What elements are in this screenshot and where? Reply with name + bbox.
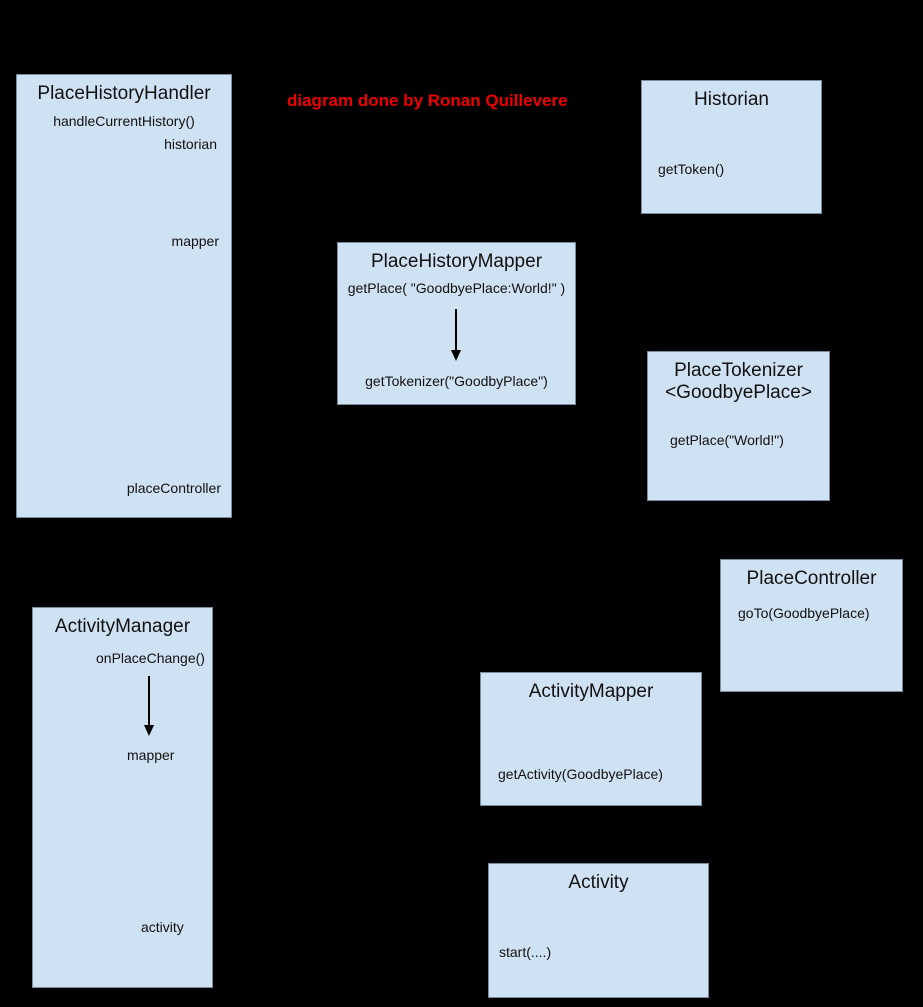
class-box-place-controller: PlaceController goTo(GoodbyePlace)	[720, 559, 903, 692]
method-start: start(....)	[499, 944, 552, 960]
field-label-activity: activity	[141, 919, 184, 935]
method-on-place-change: onPlaceChange()	[96, 650, 205, 666]
method-get-activity: getActivity(GoodbyePlace)	[498, 766, 663, 782]
author-annotation: diagram done by Ronan Quillevere	[287, 91, 568, 110]
down-arrow-icon	[451, 309, 461, 361]
field-label-place-controller: placeController	[126, 480, 221, 496]
method-get-tokenizer: getTokenizer("GoodbyPlace")	[365, 373, 548, 389]
class-box-place-tokenizer: PlaceTokenizer <GoodbyePlace> getPlace("…	[647, 351, 830, 501]
method-get-token: getToken()	[658, 161, 725, 177]
field-label-historian: historian	[164, 136, 217, 152]
class-box-historian: Historian getToken()	[641, 80, 822, 214]
class-box-activity-mapper: ActivityMapper getActivity(GoodbyePlace)	[480, 672, 702, 806]
class-title-historian: Historian	[694, 89, 769, 110]
class-box-place-history-handler: PlaceHistoryHandler handleCurrentHistory…	[16, 74, 232, 518]
class-title-place-tokenizer-line2: <GoodbyePlace>	[665, 382, 812, 403]
method-go-to: goTo(GoodbyePlace)	[738, 605, 870, 621]
method-get-place-world: getPlace("World!")	[670, 432, 784, 448]
class-title-place-controller: PlaceController	[746, 568, 877, 589]
class-title-place-tokenizer-line1: PlaceTokenizer	[674, 360, 803, 381]
field-label-mapper: mapper	[171, 233, 219, 249]
class-title-place-history-handler: PlaceHistoryHandler	[37, 83, 211, 104]
field-label-mapper: mapper	[127, 747, 175, 763]
down-arrow-icon	[144, 676, 154, 738]
class-box-activity: Activity start(....)	[488, 863, 709, 998]
class-title-activity-mapper: ActivityMapper	[528, 681, 654, 702]
class-title-activity-manager: ActivityManager	[54, 616, 191, 637]
class-box-place-history-mapper: PlaceHistoryMapper getPlace( "GoodbyePla…	[337, 242, 576, 405]
class-title-activity: Activity	[568, 872, 629, 893]
method-get-place-goodbye-world: getPlace( "GoodbyePlace:World!" )	[347, 280, 566, 296]
method-handle-current-history: handleCurrentHistory()	[53, 113, 195, 129]
class-title-place-history-mapper: PlaceHistoryMapper	[370, 251, 543, 272]
class-box-activity-manager: ActivityManager onPlaceChange() mapper a…	[32, 607, 213, 988]
